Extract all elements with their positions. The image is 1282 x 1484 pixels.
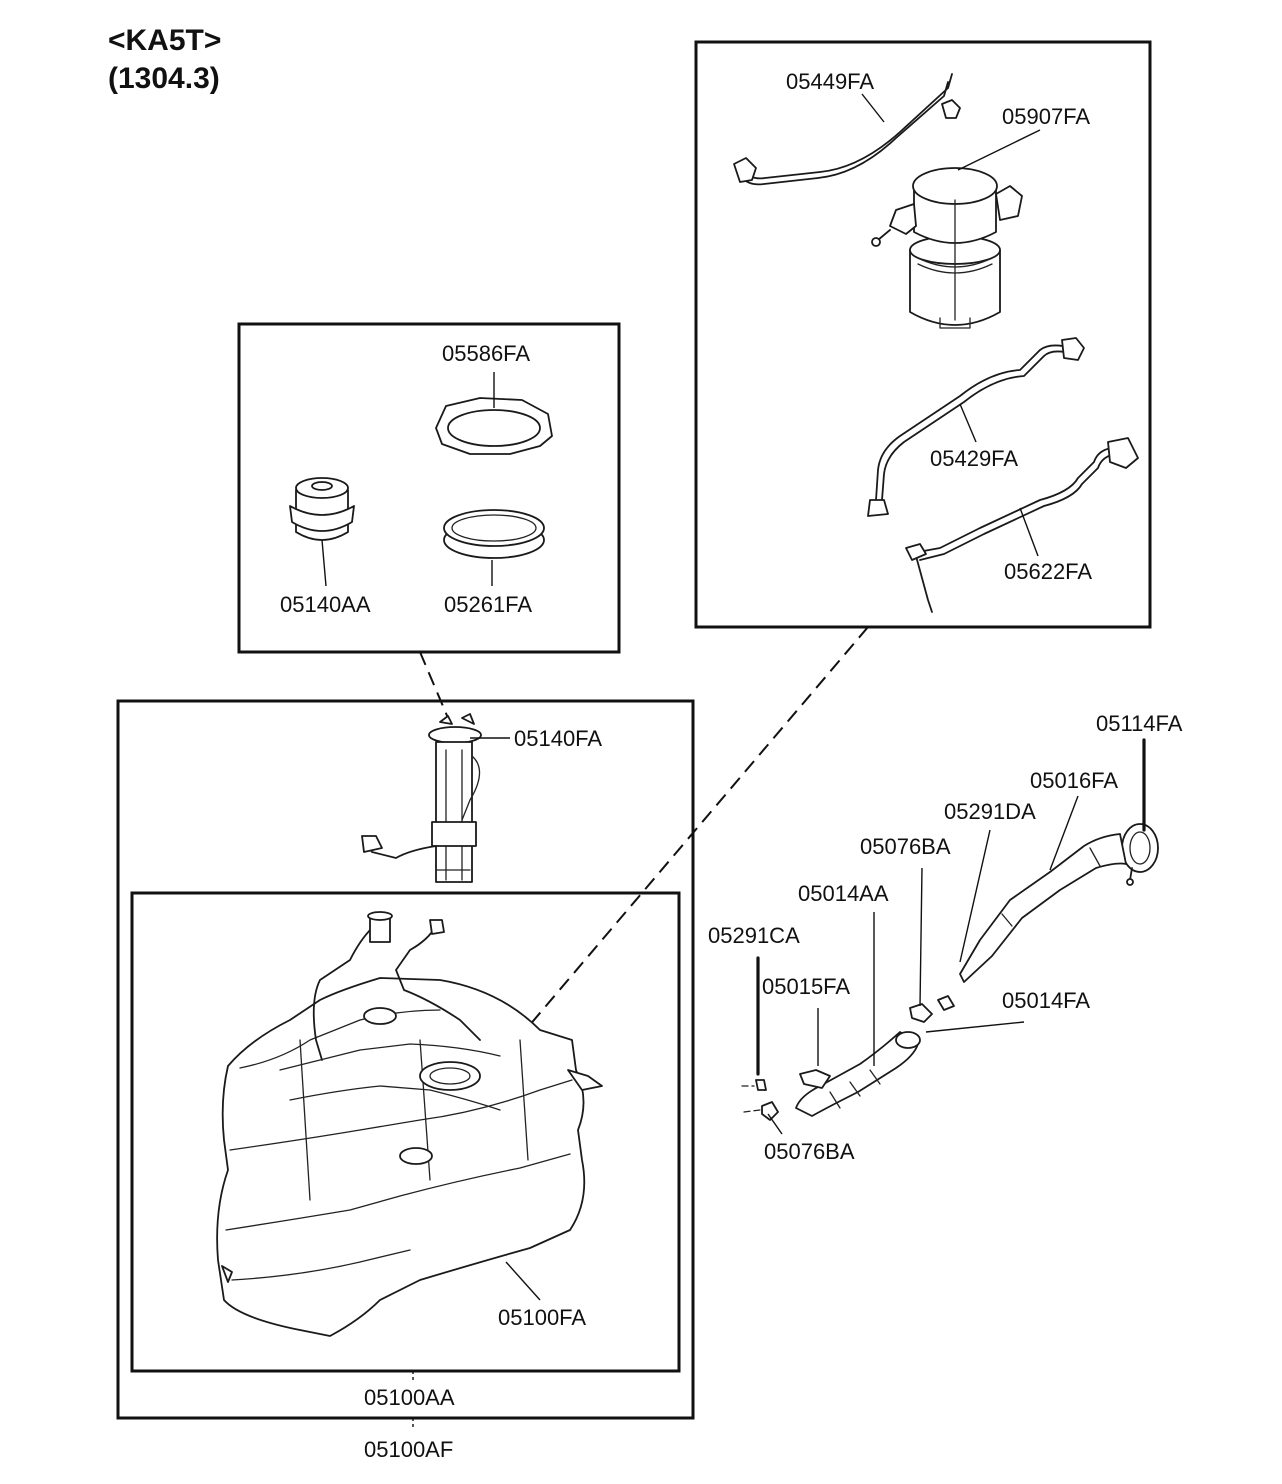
label-05114fa: 05114FA: [1096, 711, 1183, 736]
upper-right-detail-box: [694, 40, 1152, 629]
label-05586fa: 05586FA: [442, 341, 530, 366]
tank-assembly-outer-box: [116, 699, 695, 1420]
vent-tube-05622fa: [905, 437, 1139, 613]
label-05429fa: 05429FA: [930, 446, 1018, 471]
label-05140aa: 05140AA: [280, 592, 371, 617]
filler-cap-05114fa: [1121, 823, 1159, 886]
canister-detail-connector: [516, 626, 869, 1041]
seal-05261fa: [443, 509, 545, 559]
lock-ring-05586fa: [435, 397, 553, 455]
pump-detail-connector: [419, 651, 449, 719]
filter-05140aa: [289, 477, 355, 541]
canister-05907fa: [871, 167, 1023, 329]
vent-tube-05429fa: [867, 337, 1085, 517]
filler-hose-05014aa: [795, 1031, 921, 1117]
label-05076ba-bottom: 05076BA: [764, 1139, 855, 1164]
label-05100aa: 05100AA: [364, 1385, 455, 1410]
label-05449fa: 05449FA: [786, 69, 874, 94]
label-05291da: 05291DA: [944, 799, 1036, 824]
label-05014fa: 05014FA: [1002, 988, 1090, 1013]
clamps: [741, 995, 955, 1121]
label-05015fa: 05015FA: [762, 974, 850, 999]
tank-inner-box: [130, 891, 681, 1373]
label-05907fa: 05907FA: [1002, 104, 1090, 129]
label-05261fa: 05261FA: [444, 592, 532, 617]
pump-parts-detail-box: [237, 322, 621, 654]
fuel-pump-module-05140fa: [361, 713, 482, 883]
label-05016fa: 05016FA: [1030, 768, 1118, 793]
label-05140fa: 05140FA: [514, 726, 602, 751]
label-05100af: 05100AF: [364, 1437, 453, 1462]
label-05076ba-top: 05076BA: [860, 834, 951, 859]
fuel-tank-05100fa: [216, 911, 603, 1337]
label-05291ca: 05291CA: [708, 923, 800, 948]
model-code: <KA5T>: [108, 24, 222, 57]
label-05622fa: 05622FA: [1004, 559, 1092, 584]
label-05100fa: 05100FA: [498, 1305, 586, 1330]
filler-neck-05016fa: [959, 833, 1127, 983]
production-date: (1304.3): [108, 62, 220, 95]
vent-tube-05449fa: [733, 73, 961, 186]
label-05014aa: 05014AA: [798, 881, 889, 906]
